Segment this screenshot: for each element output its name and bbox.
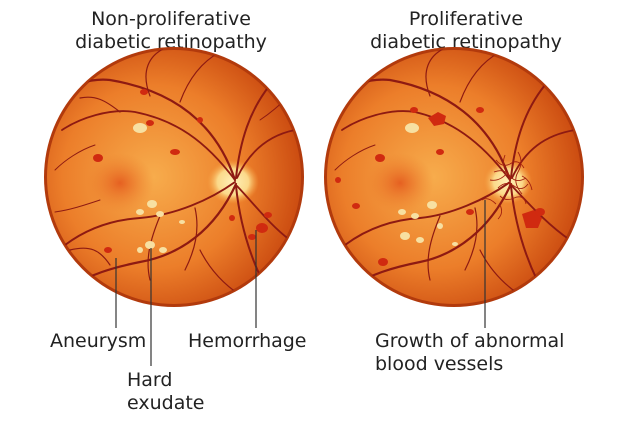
hard-exudates [133, 123, 185, 253]
right-title-line1: Proliferative [408, 8, 524, 30]
right-panel-title: Proliferative diabetic retinopathy [336, 8, 596, 54]
left-title-line1: Non-proliferative [91, 8, 251, 30]
macula [86, 153, 154, 213]
left-retina [44, 47, 304, 307]
label-hard-exudate-line2: exudate [127, 392, 205, 414]
right-retina [324, 47, 584, 307]
blood-vessels [53, 49, 296, 296]
left-title-line2: diabetic retinopathy [75, 31, 267, 53]
label-growth-line2: blood vessels [375, 353, 504, 375]
optic-disc [207, 160, 259, 204]
label-hemorrhage: Hemorrhage [188, 330, 307, 352]
pointer-lines [115, 200, 486, 366]
label-hard-exudate: Hard exudate [127, 369, 204, 415]
label-growth-line1: Growth of abnormal [375, 330, 565, 352]
label-aneurysm: Aneurysm [50, 330, 147, 352]
label-growth-abnormal-vessels: Growth of abnormal blood vessels [375, 330, 564, 376]
hemorrhages [93, 89, 272, 253]
right-title-line2: diabetic retinopathy [370, 31, 562, 53]
label-hard-exudate-line1: Hard [127, 369, 173, 391]
abnormal-vessel-growth [481, 151, 533, 220]
left-panel-title: Non-proliferative diabetic retinopathy [41, 8, 301, 54]
hemorrhages-right [335, 107, 545, 266]
exudates-right [398, 123, 458, 246]
